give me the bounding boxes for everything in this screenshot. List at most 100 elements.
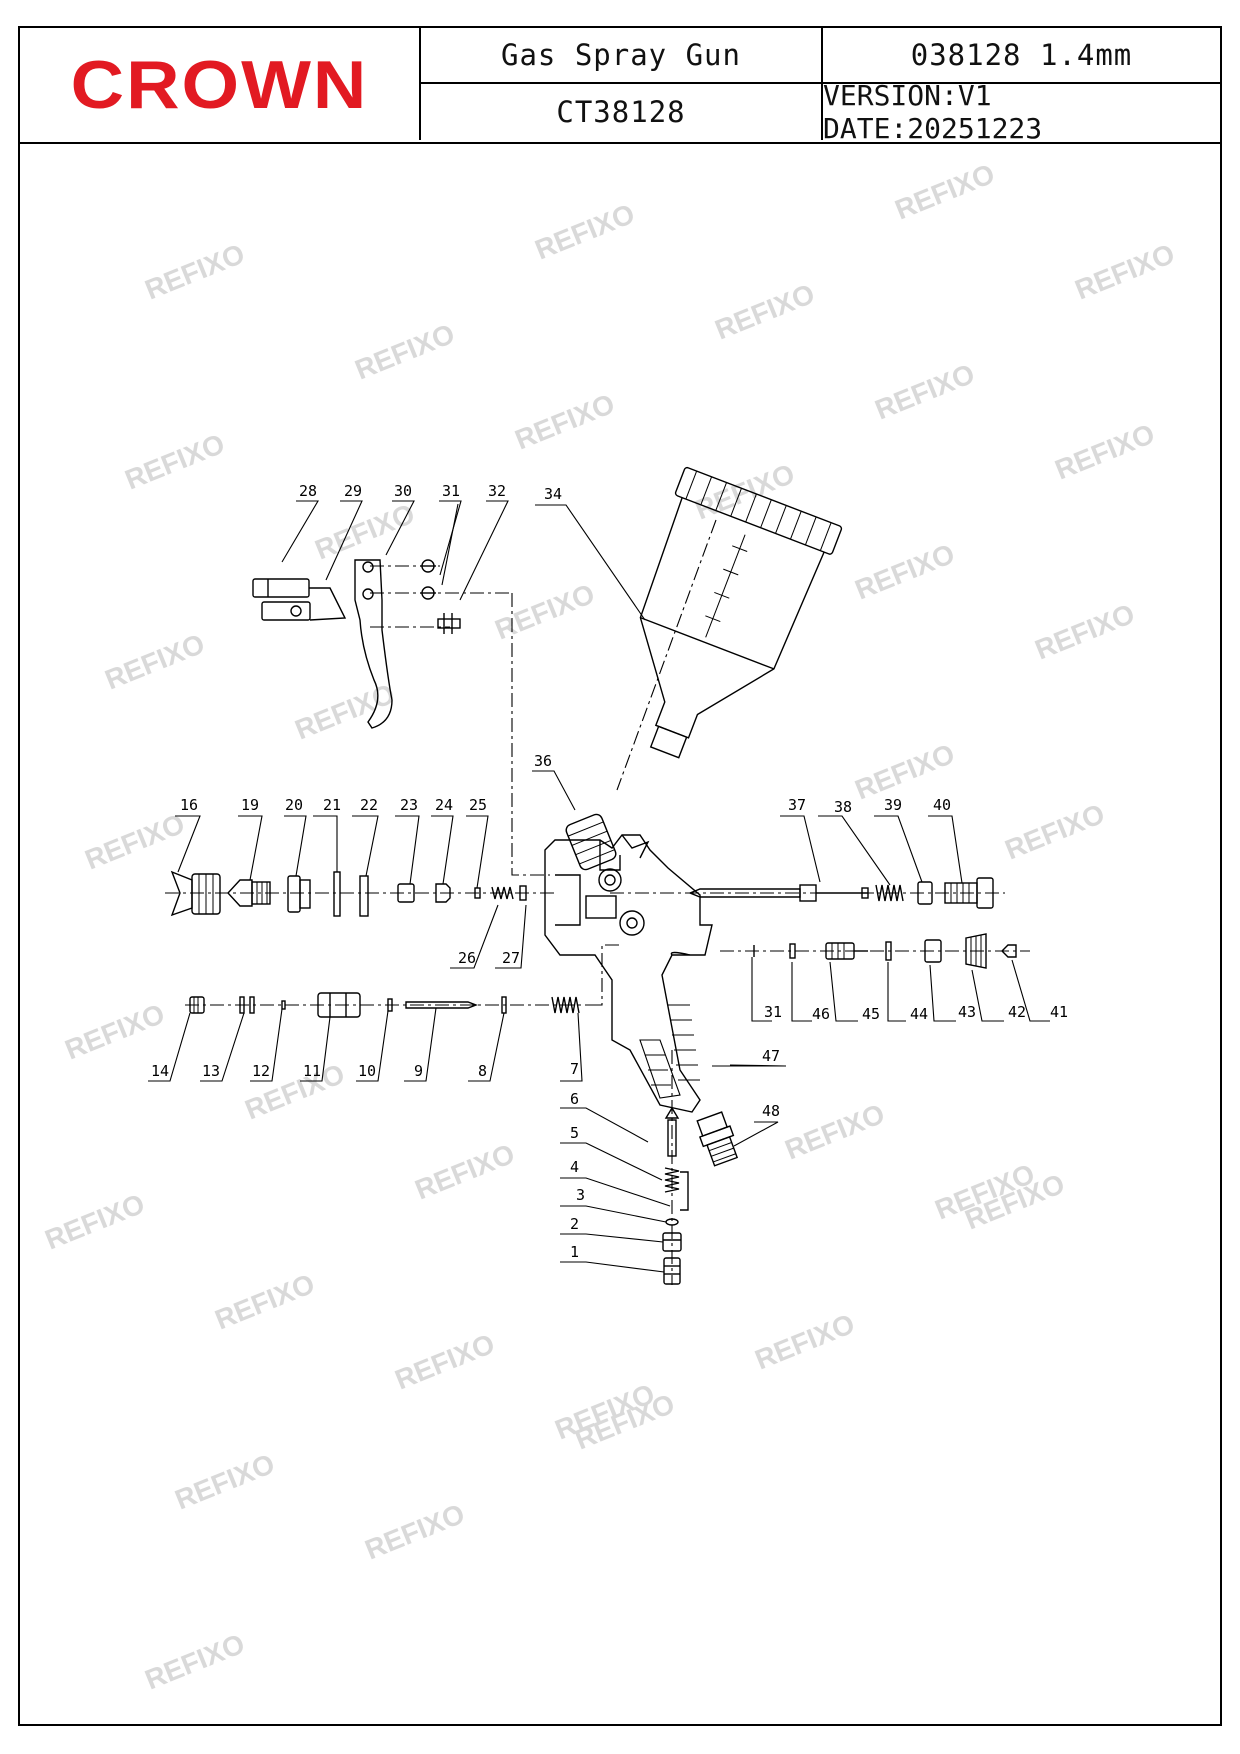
callout-2: 2 — [570, 1215, 579, 1233]
handle-grip — [639, 1004, 700, 1099]
watermark: REFIXO — [101, 628, 209, 696]
watermark: REFIXO — [141, 238, 249, 306]
trigger — [354, 559, 393, 729]
watermark: REFIXO — [851, 538, 959, 606]
watermark: REFIXO — [351, 318, 459, 386]
callout-29: 29 — [344, 482, 362, 500]
watermark: REFIXO — [141, 1628, 249, 1696]
callout-25: 25 — [469, 796, 487, 814]
spring-26 — [491, 886, 514, 900]
watermark: REFIXO — [81, 808, 189, 876]
valve-pin-5 — [667, 1119, 677, 1157]
watermark: REFIXO — [291, 678, 399, 746]
callout-11: 11 — [303, 1062, 321, 1080]
watermark: REFIXO — [531, 198, 639, 266]
callout-24: 24 — [435, 796, 453, 814]
fan-control-row — [753, 933, 1017, 969]
callout-31-bottom: 31 — [764, 1003, 782, 1021]
callout-28: 28 — [299, 482, 317, 500]
product-spec: 038128 1.4mm — [823, 28, 1220, 84]
watermark: REFIXO — [121, 428, 229, 496]
watermark: REFIXO — [1031, 598, 1139, 666]
callout-40: 40 — [933, 796, 951, 814]
gun-body — [544, 834, 713, 1113]
washer-44 — [885, 941, 892, 961]
paint-cup — [639, 466, 843, 759]
o-ring-46 — [789, 943, 796, 959]
callout-6: 6 — [570, 1090, 579, 1108]
callout-20: 20 — [285, 796, 303, 814]
callout-31-top: 31 — [442, 482, 460, 500]
trigger-clips — [420, 559, 461, 634]
o-ring-10 — [387, 998, 393, 1012]
watermark: REFIXO — [311, 498, 419, 566]
watermark: REFIXO — [751, 1308, 859, 1376]
watermark: REFIXO — [61, 998, 169, 1066]
callout-19: 19 — [241, 796, 259, 814]
callout-27: 27 — [502, 949, 520, 967]
callout-23: 23 — [400, 796, 418, 814]
watermark: REFIXO — [41, 1188, 149, 1256]
watermark: REFIXO — [781, 1098, 889, 1166]
valve-body-43 — [924, 939, 942, 963]
callout-46: 46 — [812, 1005, 830, 1023]
needle-spring — [875, 884, 904, 902]
callout-32: 32 — [488, 482, 506, 500]
callout-47: 47 — [762, 1047, 780, 1065]
washer-13a — [239, 996, 245, 1014]
brand-logo: CROWN — [70, 45, 369, 123]
callout-14: 14 — [151, 1062, 169, 1080]
watermark: REFIXO — [1001, 798, 1109, 866]
air-inlet-stack — [662, 1106, 689, 1285]
model-number: CT38128 — [421, 84, 823, 140]
watermark-layer: REFIXO REFIXO REFIXO REFIXO REFIXO REFIXO REFI… — [41, 158, 1179, 1696]
callout-21: 21 — [323, 796, 341, 814]
callout-9: 9 — [414, 1062, 423, 1080]
callout-42: 42 — [1008, 1003, 1026, 1021]
callout-39: 39 — [884, 796, 902, 814]
gasket-22 — [359, 875, 369, 917]
watermark: REFIXO — [871, 358, 979, 426]
callout-3: 3 — [576, 1186, 585, 1204]
fan-knob-42 — [965, 933, 987, 969]
watermark: REFIXO — [361, 1498, 469, 1566]
seal-21 — [333, 871, 341, 917]
air-valve-head — [565, 813, 617, 871]
callout-10: 10 — [358, 1062, 376, 1080]
screw-41 — [1001, 944, 1017, 958]
watermark: REFIXO — [391, 1328, 499, 1396]
callout-44: 44 — [910, 1005, 928, 1023]
valve-stem-9 — [405, 1001, 478, 1009]
gun-head — [555, 874, 581, 926]
air-valve-row — [189, 992, 580, 1018]
callout-45: 45 — [862, 1005, 880, 1023]
center-lines — [165, 519, 1030, 1285]
callout-8: 8 — [478, 1062, 487, 1080]
callout-34: 34 — [544, 485, 562, 503]
spring-7 — [551, 996, 580, 1014]
watermark: REFIXO — [171, 1448, 279, 1516]
watermark: REFIXO — [711, 278, 819, 346]
callout-30: 30 — [394, 482, 412, 500]
callout-5: 5 — [570, 1124, 579, 1142]
needle-cap — [917, 881, 933, 905]
air-knob-14 — [189, 996, 205, 1014]
watermark: REFIXO — [411, 1138, 519, 1206]
air-cap-horns — [170, 870, 193, 917]
callout-43: 43 — [958, 1003, 976, 1021]
washer-27 — [519, 885, 527, 901]
callout-1: 1 — [570, 1243, 579, 1261]
callout-16: 16 — [180, 796, 198, 814]
watermark: REFIXO — [511, 388, 619, 456]
callout-26: 26 — [458, 949, 476, 967]
callout-37: 37 — [788, 796, 806, 814]
title-block: CROWN Gas Spray Gun CT38128 038128 1.4mm… — [20, 28, 1220, 145]
leader-lines — [148, 500, 1050, 1273]
callout-12: 12 — [252, 1062, 270, 1080]
callout-36: 36 — [534, 752, 552, 770]
spring-4 — [664, 1167, 680, 1193]
callout-13: 13 — [202, 1062, 220, 1080]
callout-labels: 28 29 30 31 32 34 36 16 19 20 21 22 23 2… — [151, 482, 1068, 1261]
plug-1 — [663, 1257, 681, 1285]
